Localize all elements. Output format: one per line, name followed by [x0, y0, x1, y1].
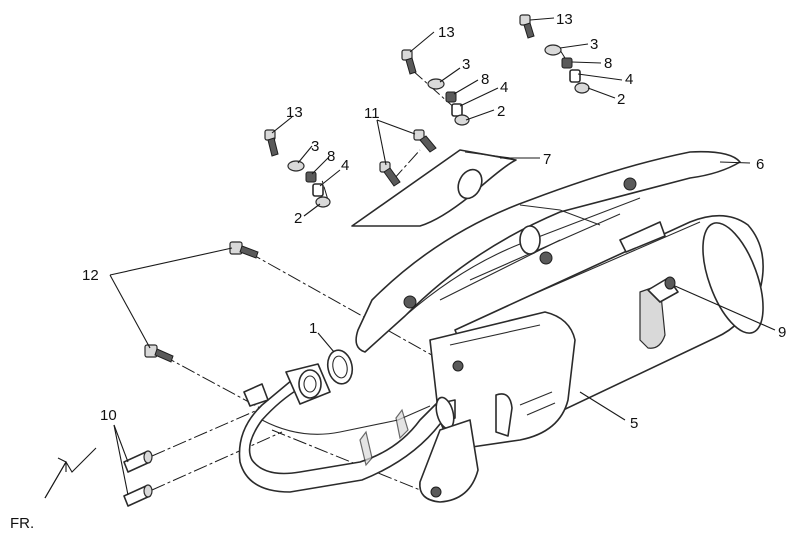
- front-direction-label: FR.: [10, 515, 34, 532]
- callout-9: 9: [778, 324, 786, 341]
- callout-4-left: 4: [341, 157, 349, 174]
- exhaust-flange: [243, 363, 331, 407]
- callout-3-right: 3: [590, 36, 598, 53]
- exhaust-gasket: [326, 349, 354, 385]
- fastener-stack-middle: [401, 49, 470, 126]
- exhaust-pipe: [238, 379, 456, 493]
- leader-lines: [109, 17, 776, 496]
- callout-4-right: 4: [625, 71, 633, 88]
- bolt-12-upper: [229, 241, 259, 259]
- small-heat-shield: [351, 149, 517, 227]
- callout-2-left: 2: [294, 210, 302, 227]
- fastener-stack-left: [264, 129, 331, 208]
- bolt-12-lower: [144, 344, 174, 363]
- callout-labels: 1 5 6 7 9 12 10 11 13 3 8 4 2 13 3 8 4 2…: [10, 11, 786, 532]
- muffler-lower-bracket: [419, 393, 513, 503]
- callout-13-left: 13: [286, 104, 303, 121]
- callout-1: 1: [309, 320, 317, 337]
- callout-12: 12: [82, 267, 99, 284]
- callout-5: 5: [630, 415, 638, 432]
- bolt-11-left: [379, 161, 401, 187]
- callout-2-right: 2: [617, 91, 625, 108]
- bolt-10-lower: [123, 484, 153, 507]
- callout-3-left: 3: [311, 138, 319, 155]
- callout-11: 11: [364, 105, 380, 122]
- callout-8-left: 8: [327, 148, 335, 165]
- callout-13-middle: 13: [438, 24, 455, 41]
- bolt-11-right: [413, 129, 437, 153]
- callout-8-middle: 8: [481, 71, 489, 88]
- callout-7: 7: [543, 151, 551, 168]
- callout-4-middle: 4: [500, 79, 508, 96]
- heat-shield-cover: [355, 150, 741, 353]
- callout-13-right: 13: [556, 11, 573, 28]
- callout-10: 10: [100, 407, 117, 424]
- bolt-10-upper: [123, 450, 153, 473]
- callout-3-middle: 3: [462, 56, 470, 73]
- callout-8-right: 8: [604, 55, 612, 72]
- front-direction-arrow-icon: [44, 447, 97, 499]
- fastener-stack-right: [519, 14, 590, 94]
- callout-6: 6: [756, 156, 764, 173]
- callout-2-middle: 2: [497, 103, 505, 120]
